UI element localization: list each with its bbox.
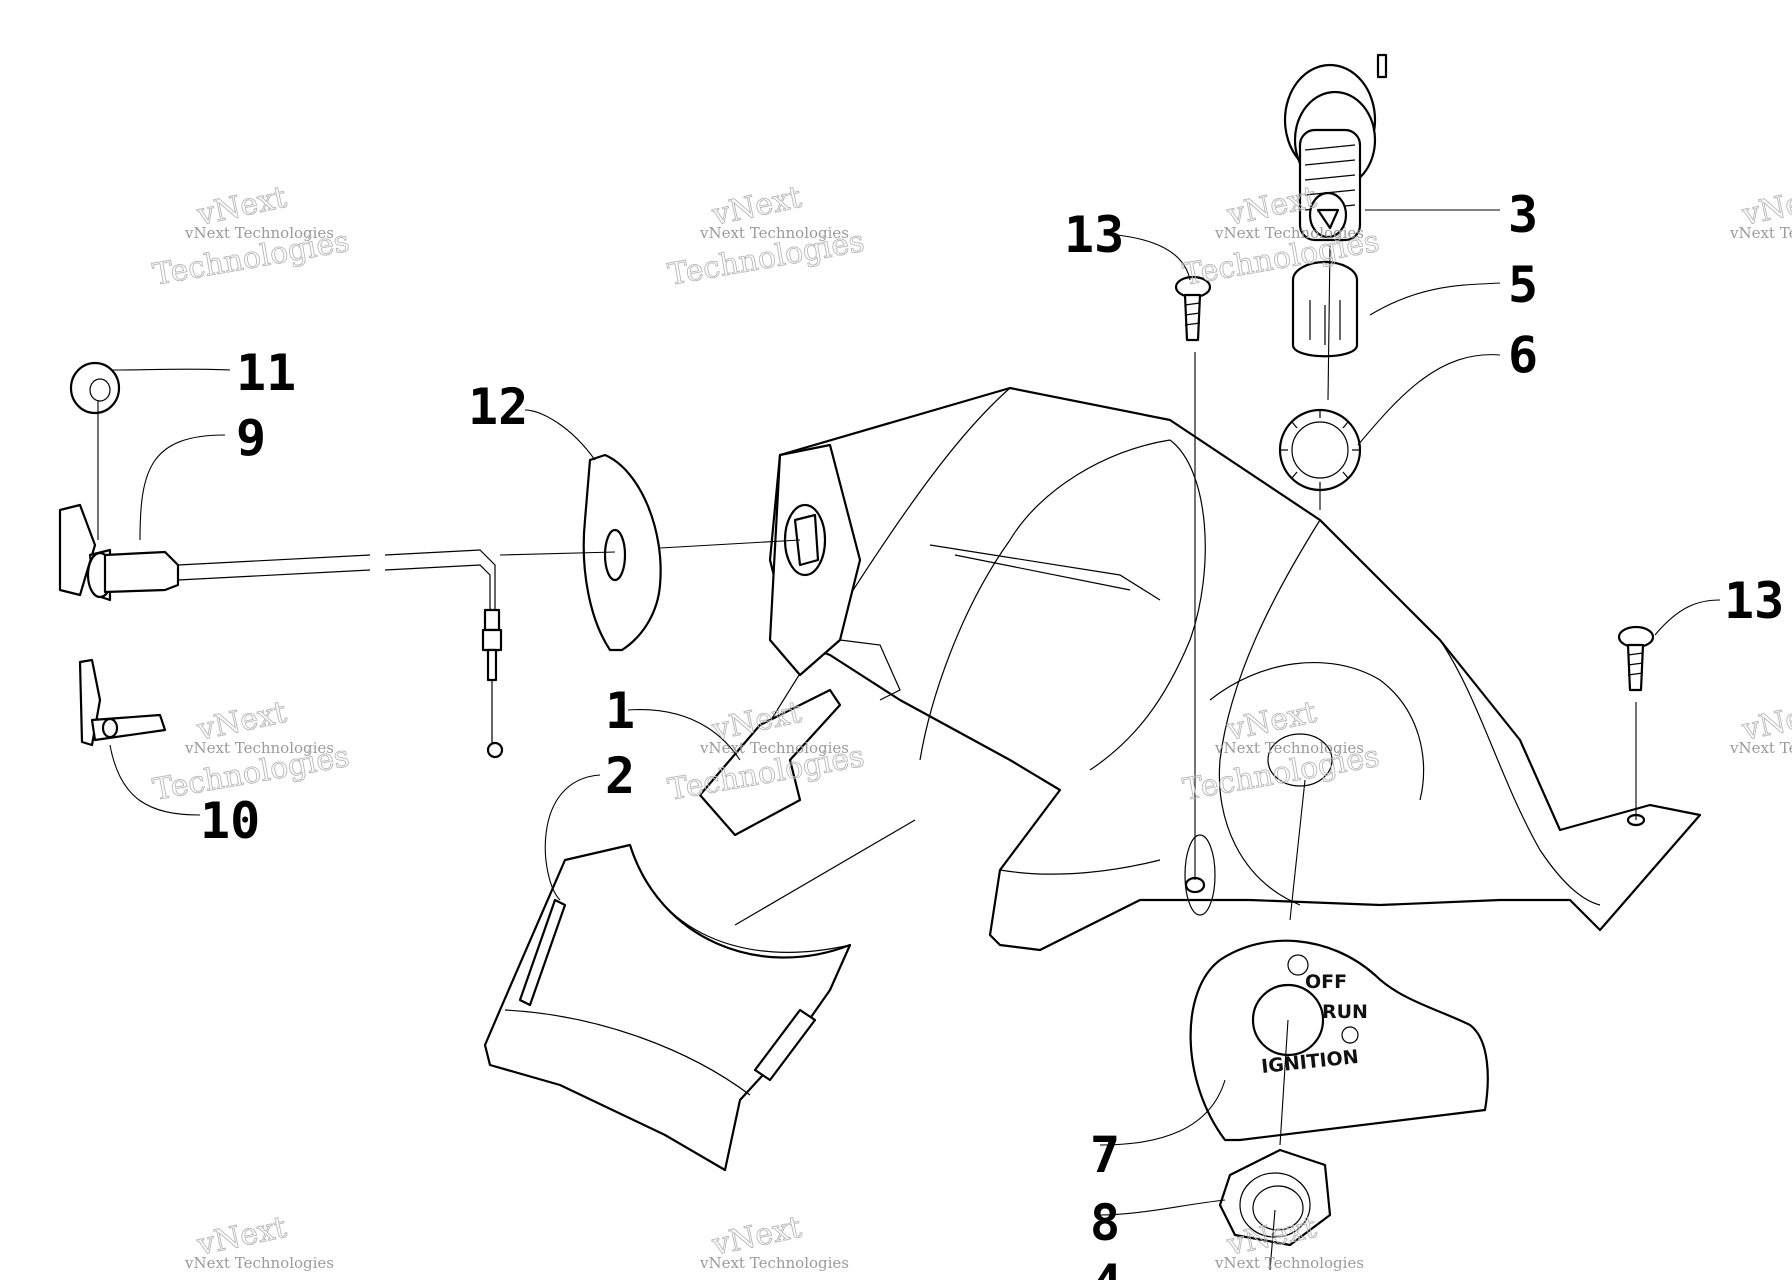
ignition-plate-7: OFF RUN IGNITION [1189, 939, 1489, 1142]
callout-13-right: 13 [1724, 572, 1784, 630]
key-switch-3 [1283, 53, 1388, 242]
star-washer-6 [1278, 408, 1362, 492]
screw-13-right [1617, 625, 1655, 692]
callout-4: 4 [1092, 1254, 1122, 1280]
watermark-line: vNext Technologies [1214, 739, 1364, 757]
watermark-line: vNext Technologies [184, 739, 334, 757]
callout-6: 6 [1508, 326, 1538, 384]
lever-10 [78, 658, 167, 747]
watermark-line: vNext Technologies [1729, 739, 1792, 757]
watermark-line: vNext Technologies [699, 1254, 849, 1272]
watermark-line: vNext Technologies [184, 224, 334, 242]
grommet-plate-12 [582, 453, 662, 652]
callout-numbers: 1 2 3 4 5 6 7 8 9 10 11 12 13 13 [200, 186, 1784, 1280]
callout-11: 11 [236, 344, 296, 402]
callout-1: 1 [605, 682, 635, 740]
callout-5: 5 [1508, 256, 1538, 314]
plate-off-text: OFF [1305, 971, 1347, 993]
callout-9: 9 [236, 409, 266, 467]
watermark-tile: vNext vNext Technologies [1729, 179, 1792, 242]
callout-2: 2 [605, 747, 635, 805]
watermark-line: vNext Technologies [1214, 224, 1364, 242]
throttle-cable [58, 503, 504, 759]
watermark-line: vNext Technologies [1214, 1254, 1364, 1272]
callout-3: 3 [1508, 186, 1538, 244]
lower-cover [483, 819, 916, 1172]
plate-run-text: RUN [1322, 1001, 1368, 1023]
watermark-tile: vNext vNext Technologies [184, 1209, 334, 1272]
callout-10: 10 [200, 792, 260, 850]
callout-12: 12 [468, 378, 528, 436]
watermark-tile: vNext vNext Technologies Technologies [150, 179, 353, 293]
console-housing [698, 386, 1702, 952]
watermark-tile: vNext vNext Technologies Technologies [665, 179, 868, 293]
watermark-tile: vNext vNext Technologies Technologies [150, 694, 353, 808]
callout-7: 7 [1090, 1126, 1120, 1184]
screw-13-top [1174, 275, 1212, 342]
callout-13-top: 13 [1064, 206, 1124, 264]
watermark-line: vNext Technologies [184, 1254, 334, 1272]
callout-8: 8 [1090, 1194, 1120, 1252]
watermark-tile: vNext vNext Technologies [1729, 694, 1792, 757]
watermark-line: vNext Technologies [1729, 224, 1792, 242]
nut-8 [1218, 1148, 1332, 1247]
watermark-tile: vNext vNext Technologies [699, 1209, 849, 1272]
washer-11 [69, 361, 121, 415]
leader-lines [97, 209, 1721, 1271]
bezel-5 [1291, 260, 1359, 358]
watermark-line: vNext Technologies [699, 739, 849, 757]
watermark-line: vNext Technologies [699, 224, 849, 242]
watermark-tile: vNext vNext Technologies Technologies [665, 694, 868, 808]
